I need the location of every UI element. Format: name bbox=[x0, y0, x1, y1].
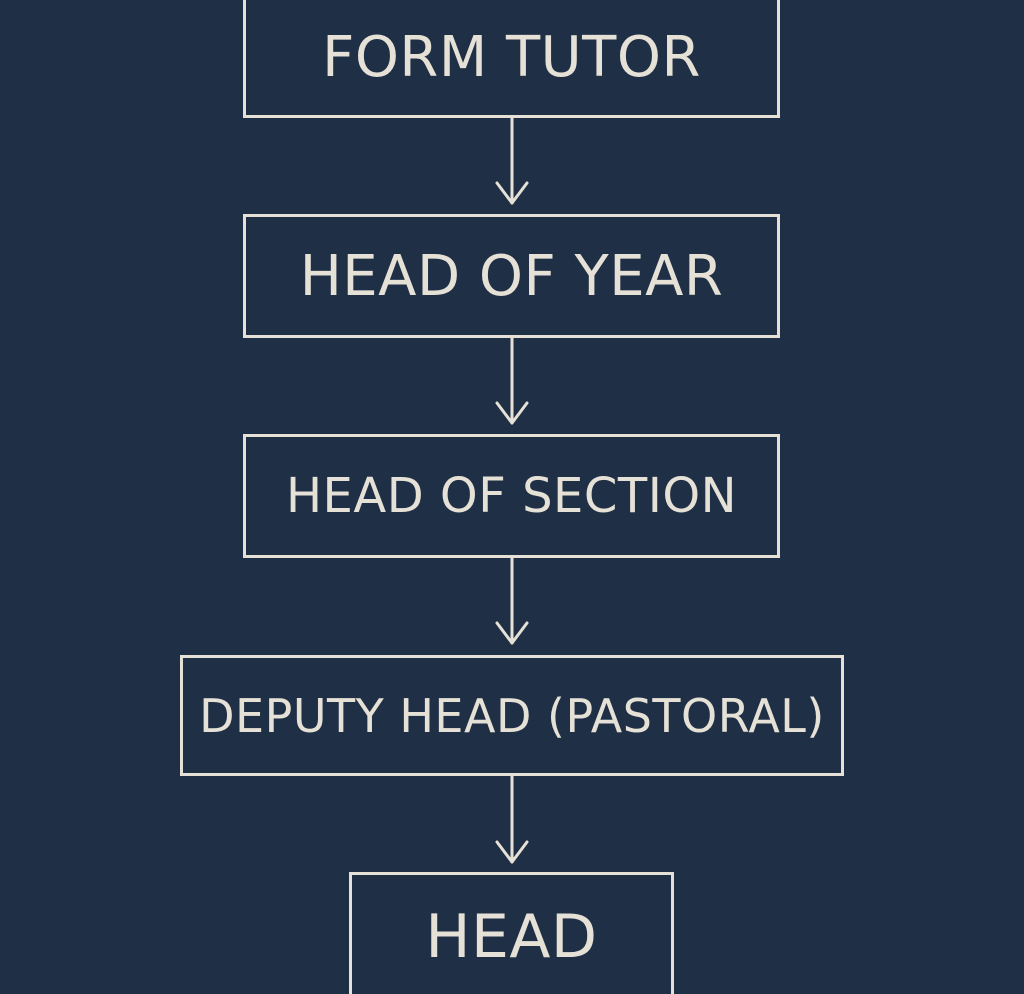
arrow-form-tutor-to-head-of-year bbox=[495, 116, 529, 205]
node-head-of-year: HEAD OF YEAR bbox=[243, 214, 780, 338]
arrow-deputy-head-to-head bbox=[495, 774, 529, 864]
node-label-head-of-section: HEAD OF SECTION bbox=[285, 468, 738, 524]
node-label-head-of-year: HEAD OF YEAR bbox=[299, 243, 724, 309]
node-label-deputy-head-pastoral: DEPUTY HEAD (PASTORAL) bbox=[199, 688, 825, 743]
node-head: HEAD bbox=[349, 872, 674, 994]
node-head-of-section: HEAD OF SECTION bbox=[243, 434, 780, 558]
node-label-form-tutor: FORM TUTOR bbox=[322, 25, 701, 90]
node-label-head: HEAD bbox=[425, 902, 598, 972]
arrow-head-of-section-to-deputy-head bbox=[495, 556, 529, 645]
node-form-tutor: FORM TUTOR bbox=[243, 0, 780, 118]
arrow-head-of-year-to-head-of-section bbox=[495, 336, 529, 425]
